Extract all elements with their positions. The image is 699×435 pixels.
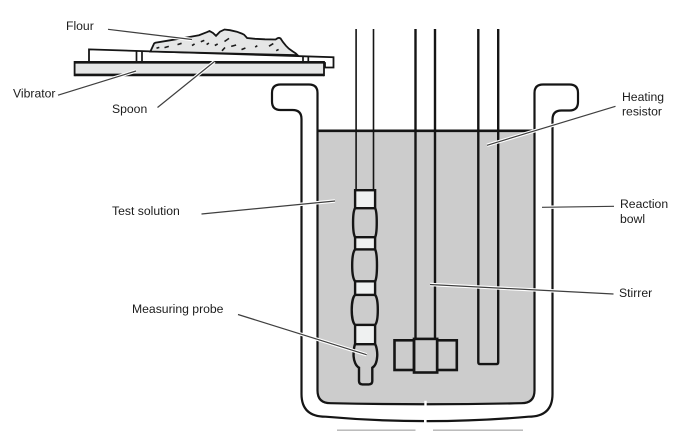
svg-text:Spoon: Spoon — [112, 102, 147, 116]
svg-text:resistor: resistor — [622, 105, 662, 119]
svg-text:Vibrator: Vibrator — [13, 87, 55, 101]
svg-text:Measuring probe: Measuring probe — [132, 302, 224, 316]
svg-text:Heating: Heating — [622, 90, 664, 104]
svg-text:Test solution: Test solution — [112, 204, 180, 218]
svg-text:Stirrer: Stirrer — [619, 286, 652, 300]
svg-text:Flour: Flour — [66, 19, 94, 33]
svg-text:bowl: bowl — [620, 212, 645, 226]
svg-text:Reaction: Reaction — [620, 197, 668, 211]
